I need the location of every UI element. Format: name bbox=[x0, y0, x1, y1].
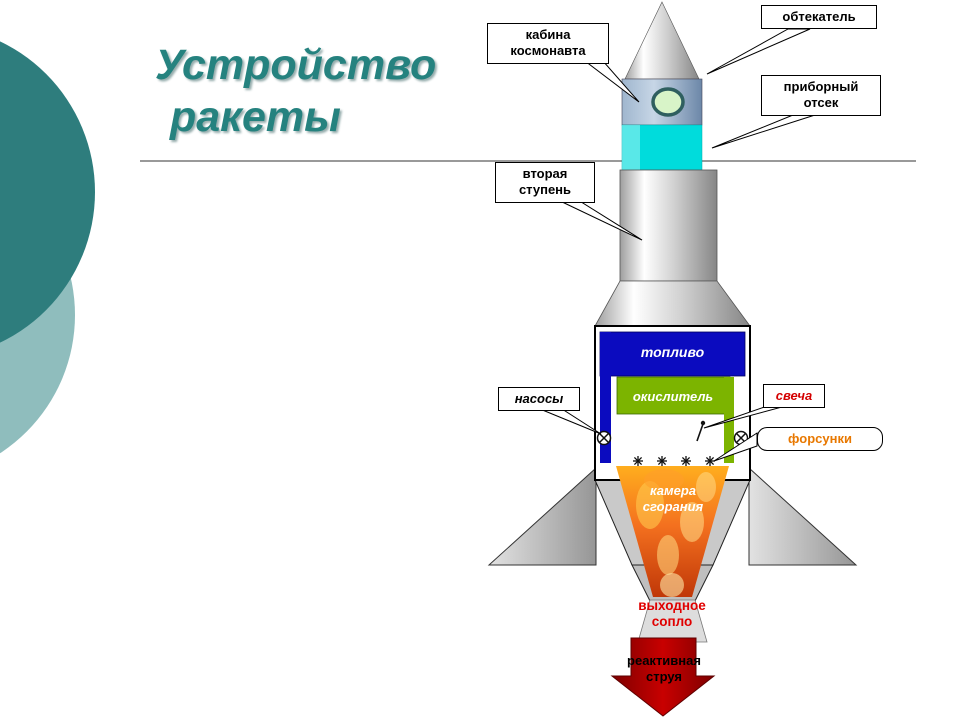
label-jet-stream: реактивная струя bbox=[627, 653, 701, 684]
callout-instrument-bay: приборный отсек bbox=[761, 75, 881, 116]
label-oxidizer: окислитель bbox=[632, 389, 714, 404]
instrument-bay-band bbox=[621, 124, 703, 171]
flame-texture bbox=[636, 469, 716, 597]
fuel-pipe bbox=[600, 332, 611, 463]
slide-title-line2: ракеты bbox=[170, 93, 341, 141]
spark-icon bbox=[696, 420, 706, 442]
right-fin bbox=[748, 466, 858, 566]
rocket bbox=[487, 1, 858, 717]
slide-title-line1: Устройство bbox=[155, 41, 437, 89]
pointer-pumps bbox=[539, 408, 602, 435]
callout-pointers bbox=[539, 28, 816, 462]
callout-cabin: кабина космонавта bbox=[487, 23, 609, 64]
oxidizer-tank bbox=[616, 376, 731, 415]
callout-fairing: обтекатель bbox=[761, 5, 877, 30]
callout-spark-plug: свеча bbox=[763, 384, 825, 409]
jet-arrow bbox=[610, 637, 716, 717]
injector-icons bbox=[633, 456, 715, 466]
valve-icon-left bbox=[596, 430, 612, 446]
label-exit-nozzle: выходное сопло bbox=[638, 598, 706, 630]
nose-cone bbox=[624, 1, 700, 80]
exit-bell bbox=[637, 599, 708, 643]
label-combustion-chamber: камера сгорания bbox=[642, 483, 704, 514]
instrument-bay-highlight bbox=[622, 125, 640, 170]
label-fuel: топливо bbox=[640, 344, 705, 360]
pointer-instrument-bay bbox=[711, 114, 816, 149]
skirt bbox=[594, 280, 751, 327]
decor-circle-dark bbox=[0, 41, 95, 343]
left-fin bbox=[487, 466, 597, 566]
pointer-fairing bbox=[706, 28, 811, 75]
porthole-icon bbox=[651, 87, 685, 117]
callout-pumps: насосы bbox=[498, 387, 580, 412]
second-stage-cylinder bbox=[619, 169, 718, 282]
callout-second-stage: вторая ступень bbox=[495, 162, 595, 203]
callout-injectors: форсунки bbox=[757, 427, 883, 452]
